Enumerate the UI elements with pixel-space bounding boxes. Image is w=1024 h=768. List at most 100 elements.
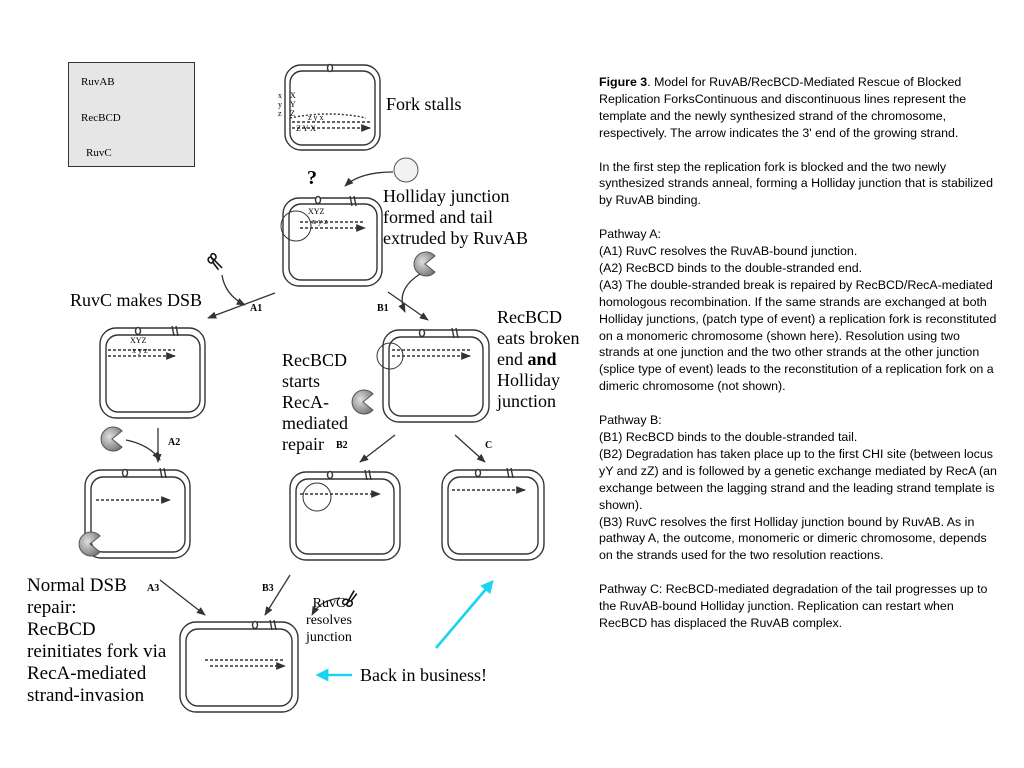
ruvc-resolves-line-2: resolves — [306, 613, 352, 628]
step-c-label: C — [485, 440, 493, 451]
ruvc-dsb-label: RuvC makes DSB — [70, 290, 203, 310]
locus-top-zyx-upper: Z Y X — [296, 124, 316, 133]
normal-dsb-line-4: reinitiates fork via — [27, 641, 167, 662]
locus-a1-xyz-lower: x y z — [132, 346, 148, 355]
figure-caption: Figure 3. Model for RuvAB/RecBCD-Mediate… — [599, 74, 997, 632]
legend-ruvab-label: RuvAB — [81, 76, 115, 88]
step-a2-label: A2 — [168, 437, 181, 448]
holliday-label: Holliday junction formed and tail extrud… — [383, 186, 528, 249]
ruvc-a1-scissors-icon — [207, 252, 223, 271]
holliday-line-2: formed and tail — [383, 207, 493, 227]
recbcd-starts-line-5: repair — [282, 434, 324, 454]
recbcd-b1-arrow — [398, 273, 421, 313]
caption-pathway-c: Pathway C: RecBCD-mediated degradation o… — [599, 582, 988, 630]
normal-dsb-line-2: repair: — [27, 597, 77, 618]
legend-ruvc-label: RuvC — [86, 147, 112, 159]
locus-z: z — [278, 109, 282, 118]
arrow-b2 — [359, 434, 396, 463]
chromosome-c — [441, 467, 545, 561]
pathway-a-step-2: (A2) RecBCD binds to the double-stranded… — [599, 260, 863, 275]
step-b3-label: B3 — [262, 583, 274, 594]
locus-x: x — [278, 91, 282, 100]
pathway-b-heading: Pathway B: — [599, 413, 662, 428]
normal-dsb-label: Normal DSB repair: RecBCD reinitiates fo… — [27, 575, 166, 707]
recbcd-starts-label: RecBCD starts RecA- mediated repair — [282, 350, 348, 455]
recbcd-eats-line-1: RecBCD — [497, 307, 562, 327]
locus-Y: Y — [290, 100, 296, 109]
recbcd-eats-line-3: end and — [497, 349, 579, 370]
question-mark: ? — [307, 167, 317, 189]
ruvc-resolves-line-3: junction — [306, 630, 352, 645]
locus-hj-xyz-lower: x y z — [312, 217, 328, 226]
recbcd-starts-line-2: starts — [282, 371, 320, 391]
recbcd-a2-bound-icon — [78, 531, 101, 557]
arrow-b1 — [387, 291, 429, 321]
pathway-b-step-2: (B2) Degradation has taken place up to t… — [599, 446, 997, 512]
pathway-b-step-3: (B3) RuvC resolves the first Holliday ju… — [599, 514, 987, 563]
recbcd-eats-line-4: Holliday — [497, 370, 560, 390]
locus-Z: Z — [290, 109, 295, 118]
cyan-arrow-up — [435, 580, 494, 649]
holliday-line-1: Holliday junction — [383, 186, 510, 206]
caption-first-step: In the first step the replication fork i… — [599, 159, 993, 208]
caption-intro-text: . Model for RuvAB/RecBCD-Mediated Rescue… — [599, 75, 967, 140]
recbcd-a2-arrow — [125, 439, 161, 461]
normal-dsb-line-6: strand-invasion — [27, 685, 145, 706]
recbcd-eats-end: end — [497, 349, 528, 369]
fork-stalls-label: Fork stalls — [386, 94, 462, 114]
locus-top-xyz-lower: x y z — [278, 91, 282, 118]
arrow-b3 — [264, 574, 291, 616]
recbcd-eats-label: RecBCD eats broken end and Holliday junc… — [497, 307, 579, 412]
locus-a1-xyz: XYZ — [130, 336, 147, 345]
legend-recbcd-label: RecBCD — [81, 112, 121, 124]
ruvc-resolves-label: RuvC resolves junction — [298, 595, 360, 646]
chromosome-a2 — [84, 467, 191, 559]
arrow-a3 — [159, 579, 206, 616]
locus-y: y — [278, 100, 282, 109]
recbcd-b1-icon — [413, 251, 436, 277]
locus-hj-xyz: XYZ — [308, 207, 325, 216]
caption-intro: Figure 3. Model for RuvAB/RecBCD-Mediate… — [599, 74, 997, 142]
ruvc-resolves-line-1: RuvC — [312, 596, 346, 611]
step-b2-label: B2 — [336, 440, 348, 451]
ruvab-arrow — [344, 171, 394, 187]
arrow-c — [454, 434, 486, 463]
locus-top-xyz-upper: X Y Z — [290, 91, 296, 118]
caption-fig-label: Figure 3 — [599, 75, 648, 89]
recbcd-eats-and: and — [527, 349, 557, 369]
caption-pathway-b: Pathway B: (B1) RecBCD binds to the doub… — [599, 412, 997, 564]
normal-dsb-line-5: RecA-mediated — [27, 663, 147, 684]
step-a1-label: A1 — [250, 303, 263, 314]
chromosome-final — [179, 619, 299, 713]
chromosome-holliday — [280, 195, 383, 287]
recbcd-eats-line-5: junction — [497, 391, 556, 411]
step-a3-label: A3 — [147, 583, 160, 594]
legend: RuvAB RecBCD RuvC — [68, 62, 195, 167]
holliday-line-3: extruded by RuvAB — [383, 228, 528, 248]
back-in-business-label: Back in business! — [360, 665, 487, 685]
locus-top-zyx-lower: z y x — [308, 113, 324, 122]
arrow-a1 — [207, 292, 276, 319]
step-b1-label: B1 — [377, 303, 389, 314]
locus-X: X — [290, 91, 296, 100]
recbcd-starts-line-4: mediated — [282, 413, 348, 433]
chromosome-a1 — [99, 325, 206, 419]
recbcd-starts-line-3: RecA- — [282, 392, 329, 412]
chromosome-b2 — [289, 469, 401, 561]
recbcd-eats-line-2: eats broken — [497, 328, 580, 348]
recbcd-starts-line-1: RecBCD — [282, 350, 347, 370]
chromosome-fork-stalls — [284, 63, 381, 151]
pathway-b-step-1: (B1) RecBCD binds to the double-stranded… — [599, 429, 858, 444]
recbcd-a2-icon — [100, 426, 123, 452]
pathway-a-heading: Pathway A: — [599, 227, 661, 242]
recbcd-b1-bound-icon — [351, 389, 374, 415]
ruvc-a1-arrow — [221, 274, 246, 306]
pathway-a-step-3: (A3) The double-stranded break is repair… — [599, 277, 997, 394]
chromosome-b1 — [376, 327, 490, 423]
ruvab-incoming-icon — [393, 157, 419, 183]
caption-pathway-a: Pathway A: (A1) RuvC resolves the RuvAB-… — [599, 226, 997, 395]
ruvc-b3-arrow — [311, 597, 341, 616]
normal-dsb-line-1: Normal DSB — [27, 575, 127, 596]
normal-dsb-line-3: RecBCD — [27, 619, 96, 640]
